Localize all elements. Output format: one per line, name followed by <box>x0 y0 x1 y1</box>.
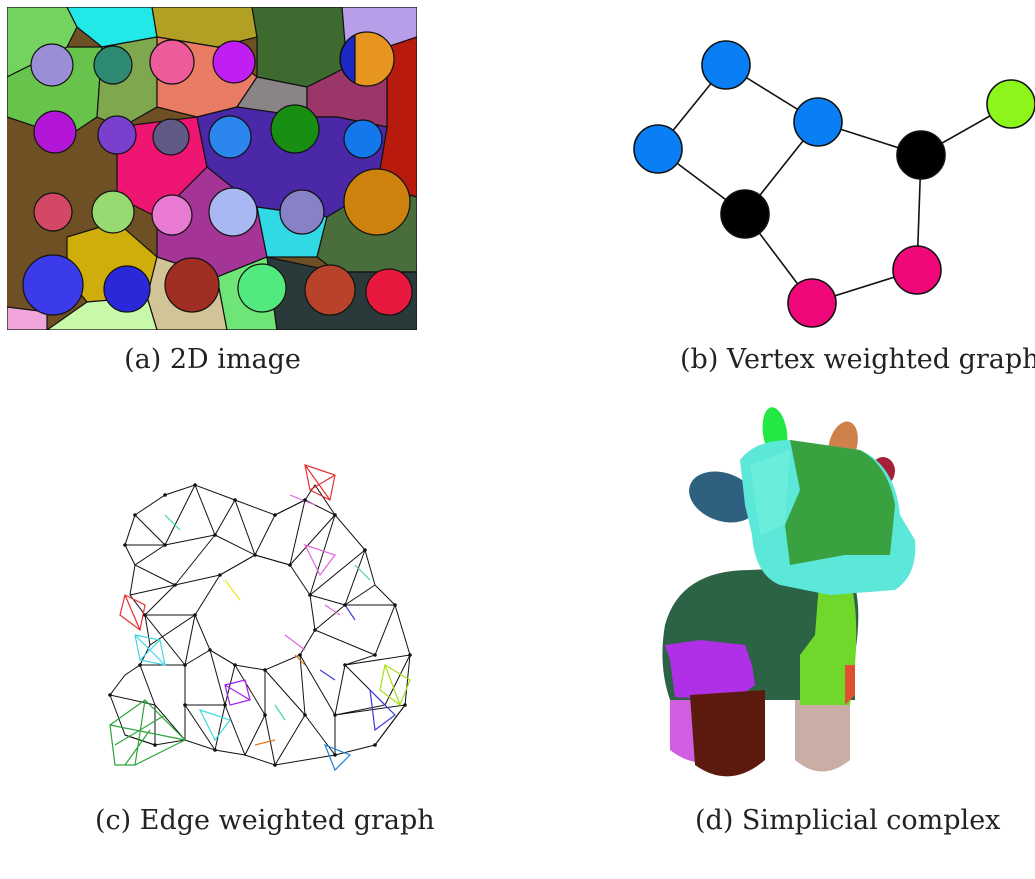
graph-node <box>633 124 683 174</box>
panel-2d-image <box>7 7 417 330</box>
graph-node <box>986 79 1035 129</box>
graph-node <box>793 97 843 147</box>
caption-c: (c) Edge weighted graph <box>95 805 435 836</box>
panel-simplicial-complex <box>640 405 940 785</box>
graph-node <box>892 245 942 295</box>
caption-a: (a) 2D image <box>124 344 301 375</box>
graph-node <box>701 40 751 90</box>
panel-edge-graph <box>105 455 425 773</box>
panel-vertex-graph <box>625 30 1035 330</box>
graph-edges <box>657 64 1012 304</box>
edge-weighted-mesh <box>108 464 412 772</box>
graph-node <box>896 130 946 180</box>
caption-b: (b) Vertex weighted graph <box>680 344 1035 375</box>
graph-node <box>787 278 837 328</box>
simplicial-complex-cow <box>662 407 916 777</box>
vertex-weighted-graph <box>633 40 1035 328</box>
caption-d: (d) Simplicial complex <box>695 805 1001 836</box>
graph-node <box>720 189 770 239</box>
segmented-image <box>7 7 417 330</box>
